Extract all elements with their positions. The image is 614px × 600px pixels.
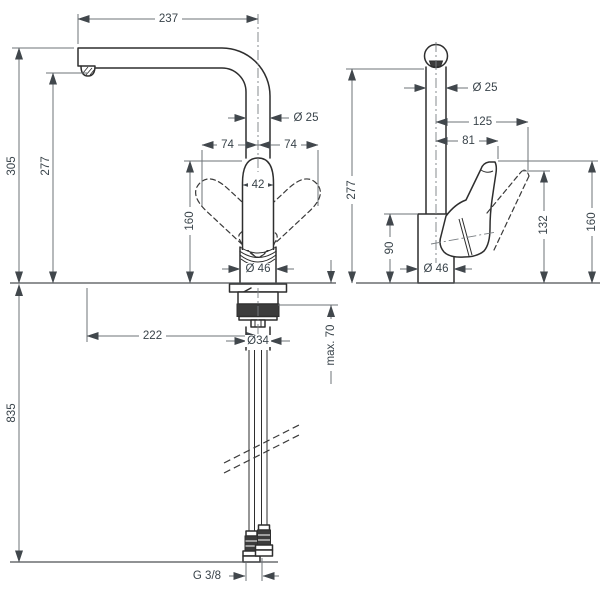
- dim-spout-height-label: 277: [40, 156, 52, 175]
- dim-shank-diameter-label: Ø34: [247, 335, 269, 347]
- dim-total-height-label: 305: [6, 156, 18, 175]
- dim-body-diameter-46-front: Ø 46: [222, 263, 294, 275]
- dim-handle-reach-label: 81: [462, 135, 475, 147]
- dim-body-height-90: 90: [384, 213, 418, 284]
- dim-handle-max-height-label: 160: [586, 212, 598, 231]
- dim-body-diameter-46-side: Ø 46: [400, 263, 472, 275]
- dim-max-thickness-70: max. 70: [325, 260, 337, 384]
- dim-reach-label: 237: [159, 13, 178, 25]
- side-view: Ø 25 125 81 277 90: [346, 42, 600, 284]
- dim-total-height-305: 305: [6, 47, 74, 284]
- dim-handle-swing-label: 125: [473, 116, 492, 128]
- cartridge-axis: [430, 231, 497, 245]
- dim-handle-height-label: 160: [184, 211, 196, 230]
- dim-handle-width-label: 42: [252, 179, 265, 191]
- base-rings: [239, 246, 277, 266]
- handle-grip-detail: [480, 169, 494, 173]
- dim-handle-swing-125: 125: [435, 116, 529, 170]
- dim-handle-height-160: 160: [184, 160, 242, 284]
- aerator-hatch: [82, 66, 95, 76]
- dim-pipe-diameter-side-label: Ø 25: [473, 82, 498, 94]
- front-view: 237 305 277 Ø 25: [6, 13, 338, 582]
- dim-handle-max-height-160: 160: [498, 160, 598, 284]
- dim-swivel-74-74: 74 74: [201, 139, 319, 206]
- dim-pipe-diameter-25-side: Ø 25: [404, 82, 497, 94]
- dim-body-height-label: 90: [384, 242, 396, 255]
- dim-body-diameter-front-label: Ø 46: [246, 263, 271, 275]
- break-lines: [223, 424, 300, 474]
- dim-handle-reach-81: 81: [435, 135, 499, 159]
- shank-connector-lines: [254, 320, 262, 327]
- dim-spout-height-side-label: 277: [346, 180, 358, 199]
- dim-spout-diameter-25: Ø 25: [228, 112, 318, 124]
- supply-hoses: [248, 350, 268, 531]
- dim-reach-237: 237: [77, 13, 259, 44]
- dim-hose-length-835: 835: [6, 284, 23, 563]
- handle-seam-lines: [458, 217, 473, 257]
- dim-hose-length-label: 835: [6, 403, 18, 422]
- dim-spout-diameter-label: Ø 25: [294, 112, 319, 124]
- dim-outlet-offset-222: 222: [86, 288, 259, 342]
- dim-thread-label: G 3/8: [193, 570, 221, 582]
- dim-thread-g38: G 3/8: [193, 558, 279, 582]
- dim-swivel-left-label: 74: [221, 139, 234, 151]
- dim-handle-tip-height-label: 132: [538, 215, 550, 234]
- handle-side: [439, 161, 498, 258]
- dim-spout-height-277-side: 277: [346, 68, 424, 284]
- dim-handle-tip-height-132: 132: [522, 170, 550, 284]
- dim-max-thickness-label: max. 70: [325, 325, 337, 366]
- dim-shank-diameter-34: Ø34: [226, 335, 290, 347]
- spout-outline: [77, 47, 271, 159]
- dim-handle-width-42: 42: [242, 179, 274, 191]
- dim-swivel-right-label: 74: [284, 139, 297, 151]
- dim-outlet-offset-label: 222: [143, 330, 162, 342]
- hose-connector-right: [254, 524, 274, 557]
- dim-spout-height-277: 277: [40, 72, 88, 284]
- dim-body-diameter-side-label: Ø 46: [424, 263, 449, 275]
